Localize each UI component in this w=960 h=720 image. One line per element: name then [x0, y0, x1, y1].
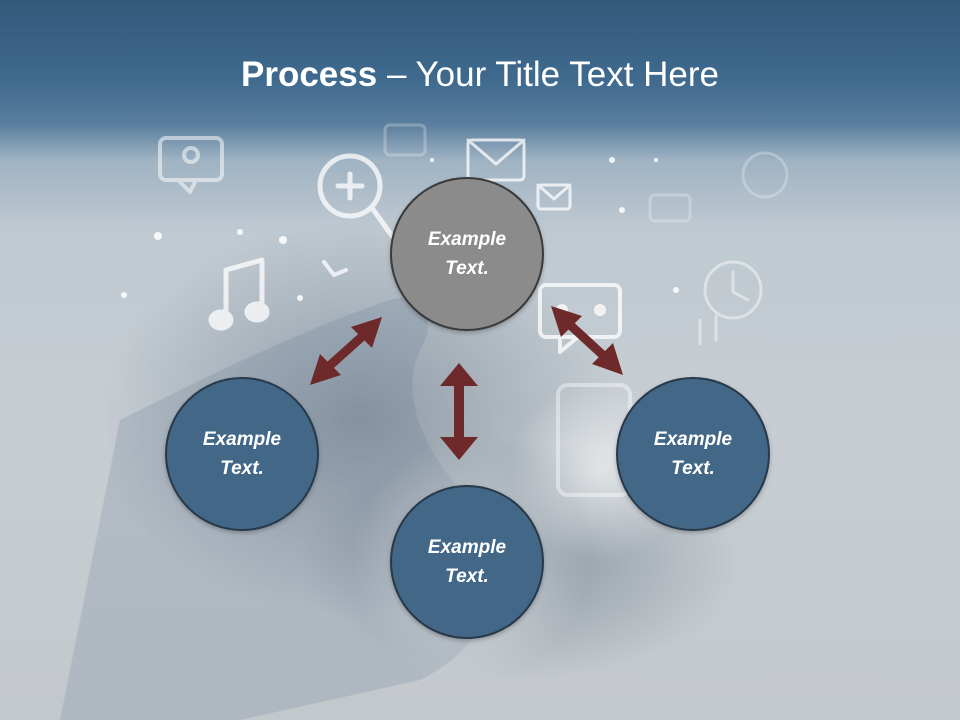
- music-note-icon: [208, 257, 348, 331]
- node-top-label: Example Text.: [427, 229, 507, 279]
- node-left: Example Text.: [165, 377, 319, 531]
- search-plus-icon: [317, 153, 398, 243]
- node-right: Example Text.: [616, 377, 770, 531]
- message-icon: [158, 136, 224, 194]
- clock-icon: [698, 260, 763, 346]
- node-bottom-label: Example Text.: [427, 537, 507, 587]
- mail-icon: [466, 138, 572, 211]
- node-left-label: Example Text.: [202, 429, 282, 479]
- title-bold: Process: [241, 55, 378, 94]
- slide-title: Process – Your Title Text Here: [0, 52, 960, 98]
- node-top: Example Text.: [390, 177, 544, 331]
- node-right-label: Example Text.: [653, 429, 733, 479]
- title-rest: – Your Title Text Here: [377, 55, 719, 94]
- node-bottom: Example Text.: [390, 485, 544, 639]
